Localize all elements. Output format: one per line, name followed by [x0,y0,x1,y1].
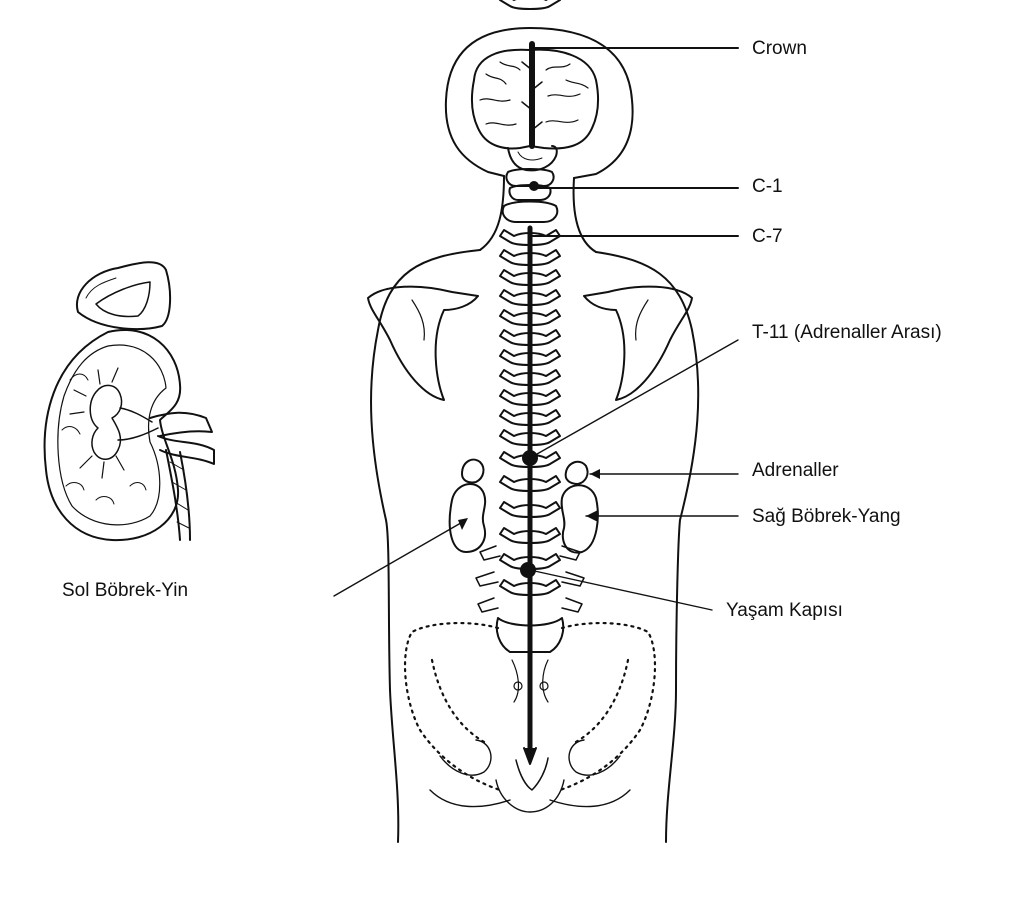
label-c7: C-7 [752,226,783,247]
brain-drawing [471,48,599,172]
body-kidneys [448,458,599,554]
body-outline [370,27,700,843]
t11-leader [529,339,739,459]
kidney-drawing [43,261,215,542]
gate-of-life-leader [529,569,713,611]
label-t11: T-11 (Adrenaller Arası) [752,322,942,343]
pelvis-drawing [403,621,657,792]
label-left-kidney: Sol Böbrek-Yin [62,580,189,601]
left-kidney-leader [333,519,467,597]
hip-lines [429,739,631,813]
leader-lines [333,47,739,611]
label-right-kidney: Sağ Böbrek-Yang [752,506,901,527]
label-adrenals: Adrenaller [752,460,839,481]
scapula-drawings [367,285,693,401]
label-crown: Crown [752,38,807,59]
label-gate-of-life: Yaşam Kapısı [726,600,843,621]
spine-drawing [475,0,585,791]
label-c1: C-1 [752,176,783,197]
